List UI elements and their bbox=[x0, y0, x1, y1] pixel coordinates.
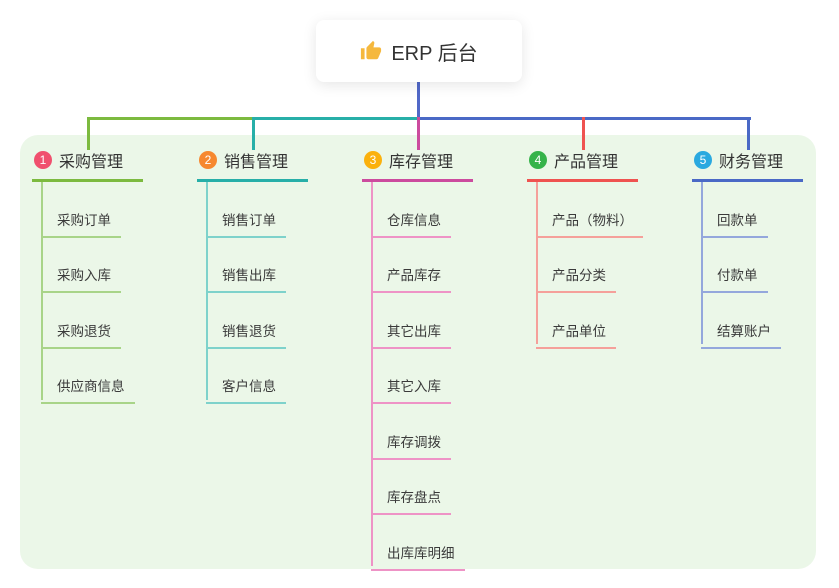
branch-drop-2 bbox=[252, 117, 255, 150]
branches-panel bbox=[20, 135, 816, 569]
child-node-label: 回款单 bbox=[701, 209, 768, 238]
child-node-label: 产品单位 bbox=[536, 320, 616, 349]
root-node[interactable]: ERP 后台 bbox=[316, 20, 522, 82]
branch-children: 销售订单销售出库销售退货客户信息 bbox=[197, 182, 308, 404]
branch-title-1[interactable]: 1 采购管理 bbox=[32, 148, 144, 182]
branch-4: 4 产品管理产品（物料） 产品分类产品单位 bbox=[527, 148, 643, 349]
branch-number-badge: 1 bbox=[34, 151, 52, 169]
child-node[interactable]: 销售退货 bbox=[206, 293, 308, 349]
branch-3: 3 库存管理仓库信息产品库存其它出库其它入库库存调拨库存盘点出库库明细 bbox=[362, 148, 474, 571]
thumbs-up-icon bbox=[360, 40, 382, 62]
child-node-label: 采购入库 bbox=[41, 264, 121, 293]
branch-title-label: 采购管理 bbox=[59, 154, 124, 171]
bus-segment-1 bbox=[87, 117, 253, 120]
child-node-label: 客户信息 bbox=[206, 375, 286, 404]
branch-drop-3 bbox=[417, 117, 420, 150]
child-node[interactable]: 采购退货 bbox=[41, 293, 143, 349]
child-node[interactable]: 其它入库 bbox=[371, 349, 473, 404]
child-node-label: 销售订单 bbox=[206, 209, 286, 238]
child-node-label: 库存盘点 bbox=[371, 486, 451, 515]
child-node-label: 付款单 bbox=[701, 264, 768, 293]
branch-5: 5 财务管理回款单付款单结算账户 bbox=[692, 148, 804, 349]
child-node[interactable]: 产品分类 bbox=[536, 238, 643, 293]
child-node[interactable]: 仓库信息 bbox=[371, 182, 473, 238]
child-node[interactable]: 库存调拨 bbox=[371, 404, 473, 460]
child-node[interactable]: 其它出库 bbox=[371, 293, 473, 349]
branch-1: 1 采购管理采购订单采购入库采购退货供应商信息 bbox=[32, 148, 144, 404]
children-trunk-line bbox=[41, 182, 43, 400]
child-node-label: 其它入库 bbox=[371, 375, 451, 404]
branch-title-3[interactable]: 3 库存管理 bbox=[362, 148, 474, 182]
child-node[interactable]: 结算账户 bbox=[701, 293, 803, 349]
children-trunk-line bbox=[536, 182, 538, 344]
branch-drop-4 bbox=[582, 117, 585, 150]
child-node-label: 仓库信息 bbox=[371, 209, 451, 238]
branch-title-label: 库存管理 bbox=[389, 154, 454, 171]
branch-number-badge: 2 bbox=[199, 151, 217, 169]
child-node-label: 库存调拨 bbox=[371, 431, 451, 460]
child-node-label: 产品分类 bbox=[536, 264, 616, 293]
branch-children: 采购订单采购入库采购退货供应商信息 bbox=[32, 182, 143, 404]
child-node-label: 产品（物料） bbox=[536, 209, 643, 238]
child-node-label: 结算账户 bbox=[701, 320, 781, 349]
child-node[interactable]: 采购入库 bbox=[41, 238, 143, 293]
branch-number-badge: 5 bbox=[694, 151, 712, 169]
branch-title-label: 销售管理 bbox=[224, 154, 289, 171]
child-node[interactable]: 出库库明细 bbox=[371, 515, 473, 571]
branch-children: 回款单付款单结算账户 bbox=[692, 182, 803, 349]
branch-title-label: 财务管理 bbox=[719, 154, 784, 171]
child-node[interactable]: 库存盘点 bbox=[371, 460, 473, 515]
branch-number-badge: 4 bbox=[529, 151, 547, 169]
root-label: ERP 后台 bbox=[391, 42, 478, 65]
child-node-label: 其它出库 bbox=[371, 320, 451, 349]
children-trunk-line bbox=[371, 182, 373, 566]
branch-title-5[interactable]: 5 财务管理 bbox=[692, 148, 804, 182]
child-node[interactable]: 供应商信息 bbox=[41, 349, 143, 404]
branch-title-4[interactable]: 4 产品管理 bbox=[527, 148, 639, 182]
child-node-label: 供应商信息 bbox=[41, 375, 135, 404]
branch-number-badge: 3 bbox=[364, 151, 382, 169]
child-node-label: 采购退货 bbox=[41, 320, 121, 349]
branch-title-label: 产品管理 bbox=[554, 154, 619, 171]
children-trunk-line bbox=[701, 182, 703, 344]
child-node[interactable]: 付款单 bbox=[701, 238, 803, 293]
branch-children: 仓库信息产品库存其它出库其它入库库存调拨库存盘点出库库明细 bbox=[362, 182, 473, 571]
bus-segment-2 bbox=[253, 117, 418, 120]
root-connector-stem bbox=[417, 82, 420, 120]
child-node-label: 销售出库 bbox=[206, 264, 286, 293]
branch-title-2[interactable]: 2 销售管理 bbox=[197, 148, 309, 182]
children-trunk-line bbox=[206, 182, 208, 400]
child-node[interactable]: 销售出库 bbox=[206, 238, 308, 293]
child-node[interactable]: 客户信息 bbox=[206, 349, 308, 404]
child-node[interactable]: 销售订单 bbox=[206, 182, 308, 238]
child-node-label: 采购订单 bbox=[41, 209, 121, 238]
child-node-label: 出库库明细 bbox=[371, 542, 465, 571]
child-node[interactable]: 采购订单 bbox=[41, 182, 143, 238]
child-node[interactable]: 产品单位 bbox=[536, 293, 643, 349]
branch-drop-5 bbox=[747, 117, 750, 150]
child-node[interactable]: 产品（物料） bbox=[536, 182, 643, 238]
branch-drop-1 bbox=[87, 117, 90, 150]
child-node[interactable]: 产品库存 bbox=[371, 238, 473, 293]
branch-children: 产品（物料） 产品分类产品单位 bbox=[527, 182, 643, 349]
child-node-label: 产品库存 bbox=[371, 264, 451, 293]
child-node-label: 销售退货 bbox=[206, 320, 286, 349]
branch-2: 2 销售管理销售订单销售出库销售退货客户信息 bbox=[197, 148, 309, 404]
child-node[interactable]: 回款单 bbox=[701, 182, 803, 238]
